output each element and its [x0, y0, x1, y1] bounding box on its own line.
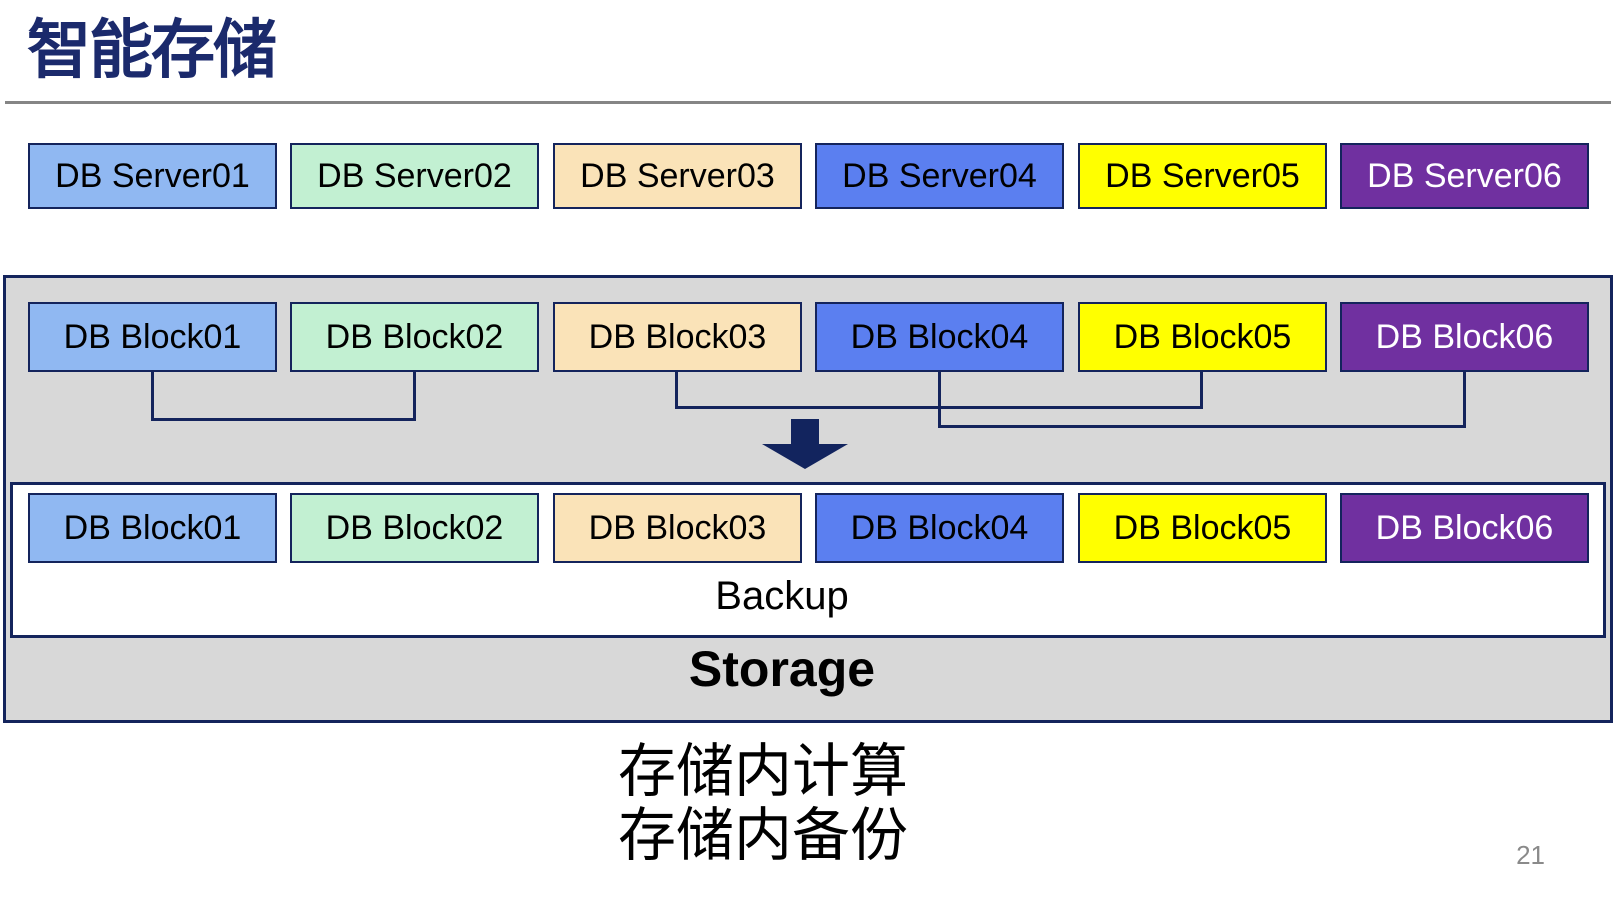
storage-label: Storage	[688, 641, 876, 697]
db-server-box-06: DB Server06	[1340, 143, 1589, 209]
caption-block: 存储内计算 存储内备份	[618, 740, 908, 868]
db-block-top-02: DB Block02	[290, 302, 539, 372]
db-block-top-04: DB Block04	[815, 302, 1064, 372]
db-server-box-02: DB Server02	[290, 143, 539, 209]
db-block-top-03: DB Block03	[553, 302, 802, 372]
db-server-box-05: DB Server05	[1078, 143, 1327, 209]
down-arrow-icon	[762, 419, 848, 469]
db-block-bottom-05: DB Block05	[1078, 493, 1327, 563]
db-block-top-01: DB Block01	[28, 302, 277, 372]
db-block-bottom-06: DB Block06	[1340, 493, 1589, 563]
title-divider	[5, 101, 1611, 104]
db-block-bottom-01: DB Block01	[28, 493, 277, 563]
page-title: 智能存储	[27, 14, 277, 86]
db-server-box-04: DB Server04	[815, 143, 1064, 209]
db-block-bottom-03: DB Block03	[553, 493, 802, 563]
connector-block1-block2	[151, 371, 416, 421]
db-block-top-05: DB Block05	[1078, 302, 1327, 372]
page-number: 21	[1516, 840, 1545, 870]
db-server-box-03: DB Server03	[553, 143, 802, 209]
caption-line-2: 存储内备份	[618, 803, 909, 868]
db-block-top-06: DB Block06	[1340, 302, 1589, 372]
caption-line-1: 存储内计算	[618, 739, 909, 804]
db-block-bottom-02: DB Block02	[290, 493, 539, 563]
db-server-box-01: DB Server01	[28, 143, 277, 209]
db-block-bottom-04: DB Block04	[815, 493, 1064, 563]
backup-label: Backup	[715, 574, 849, 618]
connector-block4-block6	[938, 371, 1466, 428]
